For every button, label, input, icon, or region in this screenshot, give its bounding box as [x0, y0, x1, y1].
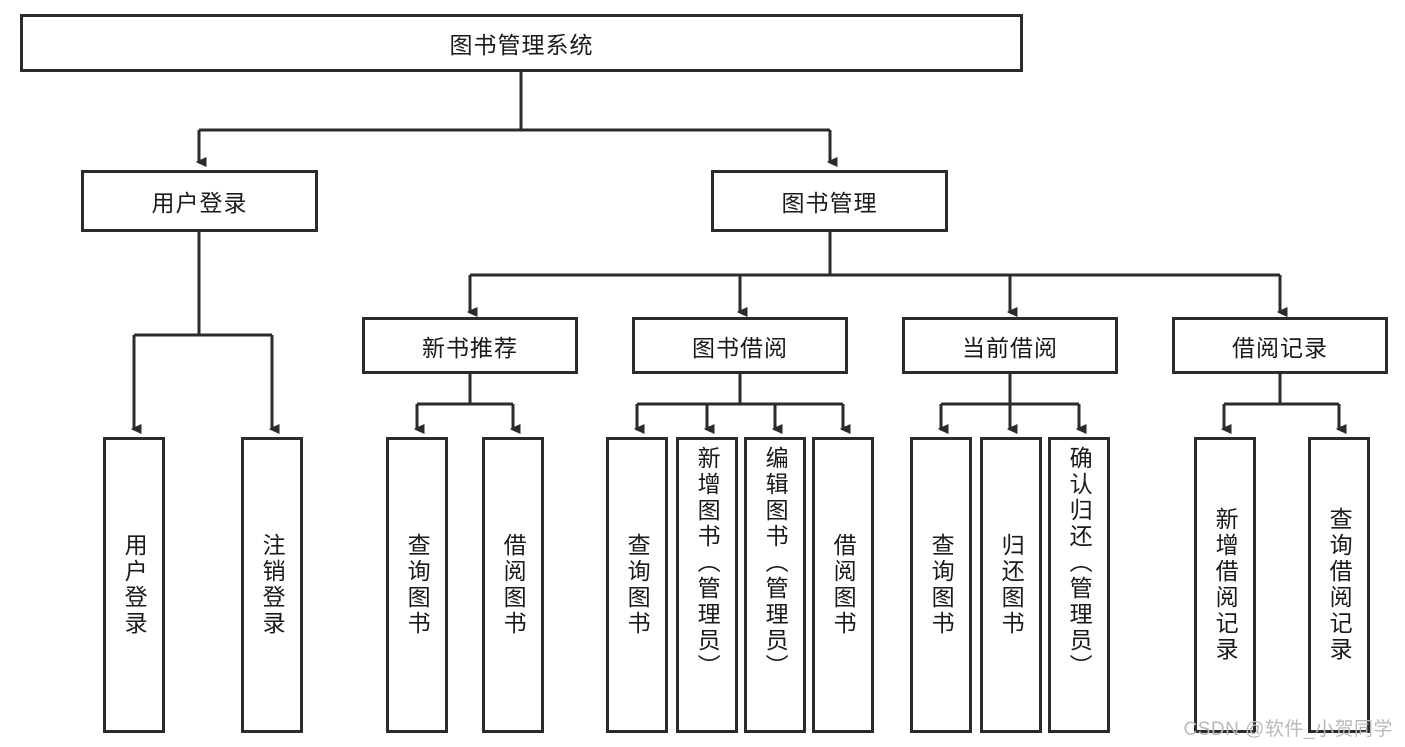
leaf-query-book-current[interactable]: 查询图书 [910, 437, 972, 733]
leaf-query-borrow-record[interactable]: 查询借阅记录 [1308, 437, 1370, 733]
node-current-borrow[interactable]: 当前借阅 [902, 317, 1118, 374]
node-label: 查询图书 [404, 533, 431, 637]
node-book-borrow[interactable]: 图书借阅 [632, 317, 848, 374]
leaf-query-book-borrow[interactable]: 查询图书 [606, 437, 668, 733]
node-label: 图书借阅 [692, 334, 788, 361]
node-label: 归还图书 [998, 533, 1025, 637]
leaf-add-borrow-record[interactable]: 新增借阅记录 [1194, 437, 1256, 733]
node-label: 用户登录 [121, 533, 148, 637]
node-label: 借阅记录 [1232, 334, 1328, 361]
node-label: 借阅图书 [500, 533, 527, 637]
node-label: 查询图书 [624, 533, 651, 637]
node-new-book-recommend[interactable]: 新书推荐 [362, 317, 578, 374]
node-label: 用户登录 [151, 190, 248, 216]
leaf-confirm-return-admin[interactable]: 确认归还（管理员） [1048, 437, 1110, 733]
node-label: 注销登录 [259, 533, 286, 637]
leaf-return-book[interactable]: 归还图书 [980, 437, 1042, 733]
leaf-borrow-book[interactable]: 借阅图书 [812, 437, 874, 733]
node-label: 查询借阅记录 [1326, 507, 1353, 663]
watermark-text: CSDN @软件_小贺同学 [1183, 719, 1393, 740]
node-book-management[interactable]: 图书管理 [711, 170, 948, 232]
node-label: 新书推荐 [422, 334, 518, 361]
node-root-book-management-system[interactable]: 图书管理系统 [20, 14, 1023, 72]
leaf-add-book-admin[interactable]: 新增图书（管理员） [676, 437, 738, 733]
node-borrow-record[interactable]: 借阅记录 [1172, 317, 1388, 374]
node-label: 借阅图书 [830, 533, 857, 637]
node-label: 确认归还（管理员） [1066, 446, 1093, 680]
node-label: 编辑图书（管理员） [762, 446, 789, 680]
node-label: 图书管理 [781, 190, 878, 216]
node-label: 图书管理系统 [449, 32, 594, 58]
leaf-logout[interactable]: 注销登录 [241, 437, 303, 733]
leaf-user-login[interactable]: 用户登录 [103, 437, 165, 733]
leaf-edit-book-admin[interactable]: 编辑图书（管理员） [744, 437, 806, 733]
node-label: 新增借阅记录 [1212, 507, 1239, 663]
node-label: 新增图书（管理员） [694, 446, 721, 680]
leaf-borrow-book-recommend[interactable]: 借阅图书 [482, 437, 544, 733]
leaf-query-book-recommend[interactable]: 查询图书 [386, 437, 448, 733]
node-label: 查询图书 [928, 533, 955, 637]
node-label: 当前借阅 [962, 334, 1058, 361]
node-user-login[interactable]: 用户登录 [81, 170, 318, 232]
